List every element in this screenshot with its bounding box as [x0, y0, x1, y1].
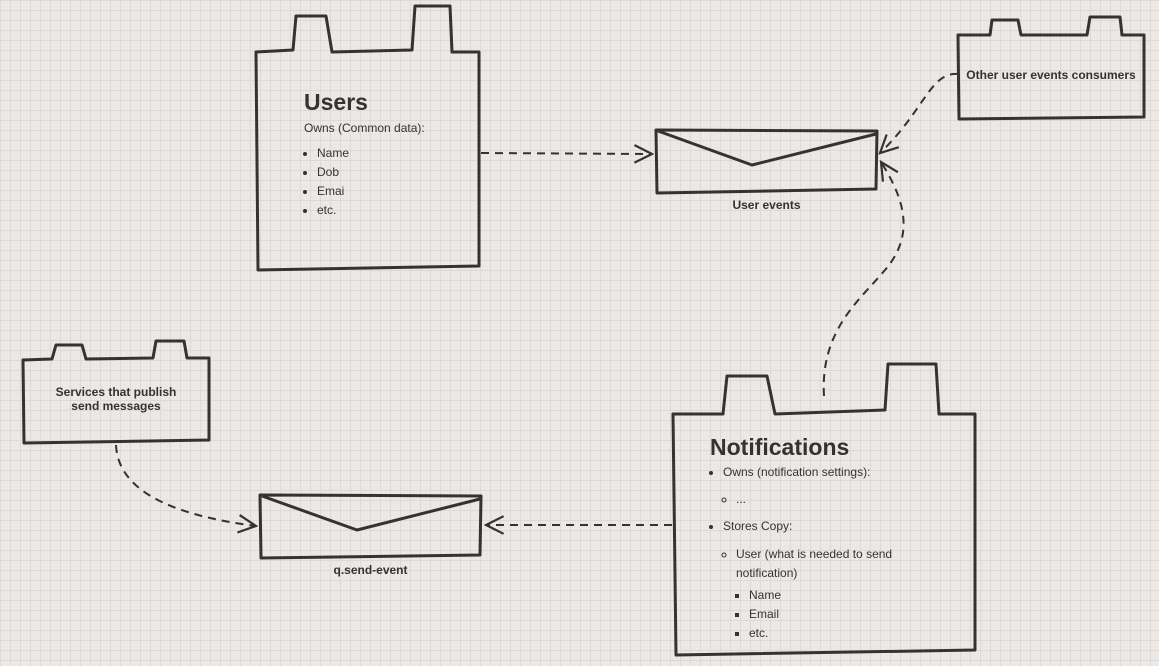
user-line1: User (what is needed to send — [736, 547, 893, 561]
other-consumers-package-shape[interactable] — [956, 15, 1146, 121]
notifications-owns: Owns (notification settings): — [723, 465, 871, 479]
send-event-label: q.send-event — [333, 563, 408, 577]
list-item: Dob — [317, 163, 474, 182]
notifications-title: Notifications — [710, 434, 850, 460]
publishers-package-shape[interactable] — [21, 339, 211, 445]
users-subtitle: Owns (Common data): — [304, 121, 425, 135]
user-events-label: User events — [732, 198, 801, 212]
user-fields-list: Name Email etc. — [736, 586, 965, 643]
publishers-label-line2: send messages — [71, 399, 161, 413]
list-item: Email — [749, 605, 965, 624]
notifications-stores: Stores Copy: — [723, 519, 793, 533]
notifications-package: Notifications Owns (notification setting… — [710, 434, 965, 643]
other-consumers-label: Other user events consumers — [966, 68, 1136, 82]
publishers-to-send-event-arrow[interactable] — [115, 444, 256, 526]
list-item: ... — [736, 491, 965, 507]
list-item: Emai — [317, 182, 474, 201]
stores-sublist: User (what is needed to send notificatio… — [723, 545, 965, 643]
users-package-shape[interactable] — [254, 4, 481, 272]
user-line2: notification) — [736, 566, 798, 580]
users-package: Users Owns (Common data): Name Dob Emai … — [304, 89, 474, 220]
user-events-queue[interactable] — [654, 128, 879, 195]
users-to-user-events-arrow[interactable] — [480, 153, 652, 154]
consumers-to-user-events-arrow[interactable] — [880, 72, 959, 153]
list-item: etc. — [749, 624, 965, 643]
list-item: Stores Copy: User (what is needed to sen… — [723, 518, 965, 643]
publishers-label-line1: Services that publish — [55, 385, 177, 399]
list-item: etc. — [317, 201, 474, 220]
owns-sublist: ... — [723, 491, 965, 507]
list-item: Name — [749, 586, 965, 605]
list-item: Owns (notification settings): ... — [723, 464, 965, 507]
notifications-to-user-events-arrow[interactable] — [822, 162, 905, 397]
notifications-list: Owns (notification settings): ... Stores… — [710, 464, 965, 643]
list-item: User (what is needed to send notificatio… — [736, 545, 965, 643]
list-item: Name — [317, 144, 474, 163]
notifications-package-shape[interactable] — [671, 362, 977, 657]
users-items-list: Name Dob Emai etc. — [304, 144, 474, 220]
send-event-queue[interactable] — [258, 493, 483, 560]
users-title: Users — [304, 89, 368, 115]
publishers-label: Services that publish send messages — [23, 385, 209, 413]
